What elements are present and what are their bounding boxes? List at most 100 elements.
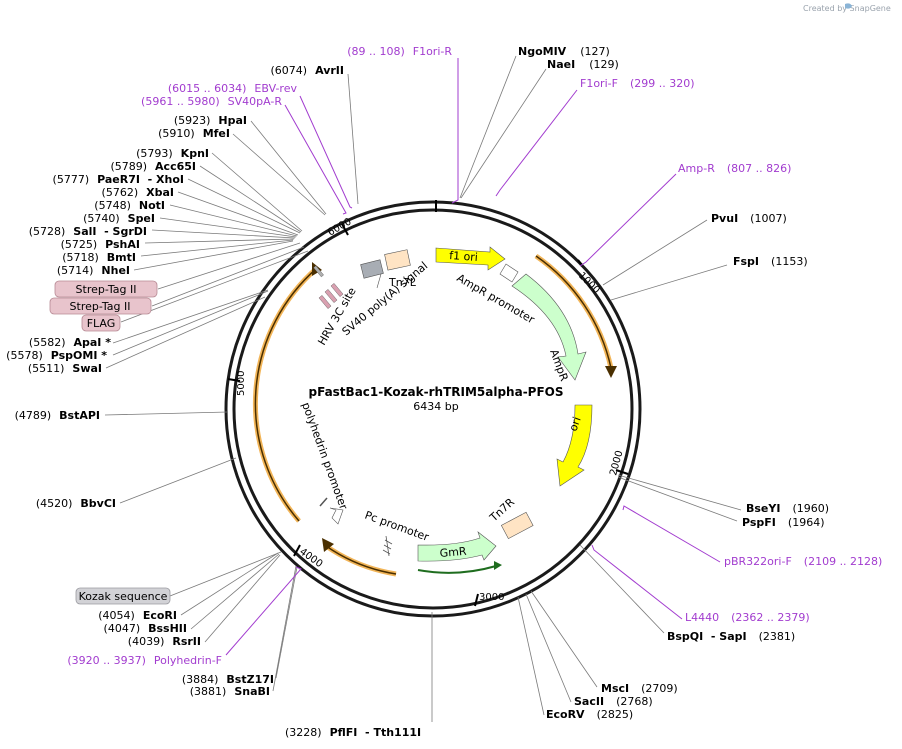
feature-arrow-polyhedrin-promoter [329, 507, 344, 525]
feature-label-pc-promoter: Pc promoter [363, 509, 431, 544]
enzyme-label-pvui: PvuI(1007) [711, 212, 787, 225]
primer-labels: (89 .. 108)F1ori-R F1ori-F(299 .. 320) A… [67, 45, 882, 667]
leader-snabi [272, 565, 297, 692]
tick-label: 1000 [576, 270, 602, 296]
feature-label-ori: ori [567, 415, 584, 433]
enzyme-label-sali: (5728)SalI - SgrDI [29, 225, 147, 238]
enzyme-label-sacii: SacII(2768) [574, 695, 653, 708]
tick-mark [341, 223, 349, 236]
leader-bbvci [119, 457, 237, 504]
orf-arrowhead-gmr [322, 538, 334, 552]
feature-arrow-ampr-promoter [499, 263, 519, 283]
leader-ngomiv [459, 55, 517, 199]
feature-box-sv40-polya [360, 259, 384, 279]
feature-label-tn7l: Tn7L [388, 276, 417, 289]
tag-boxes: Strep-Tag II Strep-Tag II FLAG Kozak seq… [49, 280, 171, 605]
leader-kpni [211, 152, 303, 232]
feature-glyph-pc-promoter [382, 535, 393, 557]
feature-arrow-ampr [511, 273, 587, 381]
enzyme-label-kpni: (5793)KpnI [136, 147, 209, 160]
feature-label-f1-ori: f1 ori [449, 249, 479, 264]
primer-label-pbr322ori-f: pBR322ori-F(2109 .. 2128) [724, 555, 882, 568]
primer-leader-f1ori-r [451, 58, 459, 204]
leader-kozak [169, 551, 282, 597]
enzyme-label-naei: NaeI(129) [547, 58, 619, 71]
feature-box-tn7r [500, 511, 534, 540]
leader-naei [460, 68, 547, 199]
enzyme-label-ngomiv: NgoMIV(127) [518, 45, 610, 58]
primer-label-f1ori-f: F1ori-F(299 .. 320) [580, 77, 695, 90]
feature-box-tn7l [384, 249, 411, 271]
orf-arc-gmr-inner [417, 565, 497, 574]
enzyme-label-swai: (5511)SwaI [28, 362, 102, 375]
leader-spei [159, 217, 297, 238]
plasmid-name: pFastBac1-Kozak-rhTRIM5alpha-PFOS [308, 385, 563, 399]
backbone-inner-ring [232, 208, 634, 610]
feature-arrow-f1-ori [435, 246, 506, 271]
leader-bseyi [617, 474, 742, 511]
enzyme-label-bstapi: (4789)BstAPI [15, 409, 100, 422]
enzyme-label-rsrii: (4039)RsrII [128, 635, 201, 648]
enzyme-label-mfei: (5910)MfeI [158, 127, 230, 140]
tag-strep-tag-ii-1: Strep-Tag II [54, 280, 158, 298]
enzyme-label-noti: (5748)NotI [94, 199, 165, 212]
primer-label-sv40pa-r: (5961 .. 5980)SV40pA-R [141, 95, 282, 108]
feature-label-gmr: GmR [439, 545, 467, 560]
leader-noti [169, 204, 298, 237]
enzyme-label-snabi: (3881)SnaBI [190, 685, 270, 698]
primer-leader-pbr322ori-f [622, 505, 721, 563]
enzyme-label-bstz17i: (3884)BstZ17I [182, 673, 274, 686]
tick-label: 5000 [236, 371, 247, 396]
enzyme-label-bbvci: (4520)BbvCI [36, 497, 116, 510]
leader-msci [530, 590, 598, 688]
orf-arrowhead-gmr-inner [494, 561, 502, 570]
tick-marks [227, 200, 629, 607]
leader-bsshii [190, 553, 280, 630]
leader-tags [120, 250, 309, 323]
enzyme-label-xhoi: (5777)PaeR7I - XhoI [53, 173, 184, 186]
enzyme-label-acc65i: (5789)Acc65I [110, 160, 196, 173]
plasmid-length: 6434 bp [413, 400, 458, 413]
primer-leader-ebv-rev [299, 95, 353, 209]
primer-leader-amp-r [579, 173, 677, 267]
enzyme-label-bmti: (5718)BmtI [62, 251, 136, 264]
leader-pspomi [112, 290, 269, 356]
primer-leader-l4440 [591, 544, 683, 620]
svg-text:FLAG: FLAG [87, 317, 116, 330]
orf-arrowhead-ampr [605, 366, 617, 378]
svg-text:Kozak sequence: Kozak sequence [79, 590, 168, 603]
primer-leader-f1ori-f [495, 89, 578, 197]
backbone-outer-ring [224, 200, 642, 618]
leader-tags [151, 246, 305, 307]
leader-pshai [144, 238, 295, 244]
leader-hpai [250, 120, 327, 215]
primer-leaders [225, 58, 721, 656]
orf-arc-trim5-core [254, 267, 318, 522]
leader-sali [151, 229, 296, 239]
enzyme-label-bseyi: BseYI(1960) [746, 502, 829, 515]
leader-bspqi [579, 544, 665, 634]
leader-xhoi [187, 178, 301, 234]
leader-apai [112, 289, 269, 344]
leader-pvui [602, 219, 708, 286]
leader-xbai [177, 191, 299, 236]
tick-label: 6000 [326, 216, 354, 238]
leader-bmti [140, 239, 294, 257]
primer-label-l4440: L4440(2362 .. 2379) [685, 611, 810, 624]
svg-text:Strep-Tag II: Strep-Tag II [76, 283, 137, 296]
leader-bstz17i [275, 566, 298, 679]
leader-fspi [610, 264, 728, 301]
enzyme-label-apai: (5582)ApaI * [29, 336, 111, 349]
enzyme-label-spei: (5740)SpeI [83, 212, 155, 225]
enzyme-label-ecorv: EcoRV(2825) [546, 708, 633, 721]
primer-label-polyhedrin-f: (3920 .. 3937)Polyhedrin-F [67, 654, 222, 667]
leader-pspfi [617, 476, 738, 522]
orf-arc-ampr-core [535, 255, 612, 369]
enzyme-label-msci: MscI(2709) [601, 682, 678, 695]
enzyme-label-nhei: (5714)NheI [57, 264, 130, 277]
feature-glyph-hrv-3c-site [313, 265, 344, 309]
leader-acc65i [199, 165, 302, 233]
leader-sacii [525, 593, 572, 703]
enzyme-label-pspomi: (5578)PspOMI * [6, 349, 107, 362]
